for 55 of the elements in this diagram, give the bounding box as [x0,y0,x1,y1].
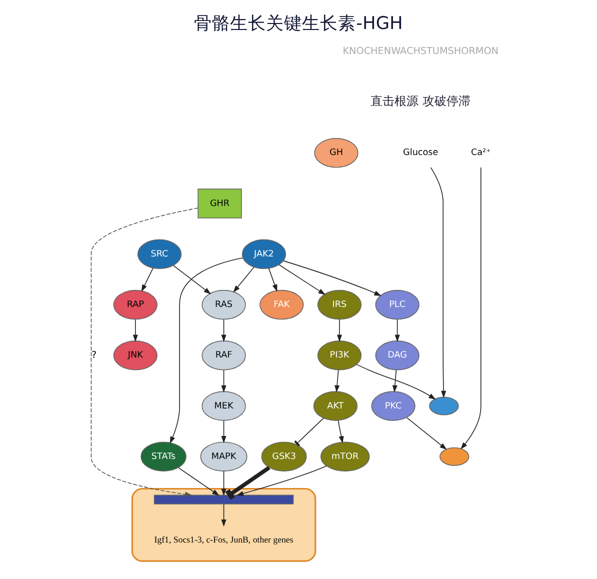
node-box: GHR [198,188,242,218]
node-ellipse: AKT [313,391,358,421]
arrow [460,167,482,450]
arrow [268,268,278,292]
arrow [90,208,198,497]
arrow [173,265,212,294]
node-ellipse [440,447,470,466]
arrow [221,420,226,444]
node-ellipse: FAK [260,290,304,320]
diagram-title: 骨骼生长关键生长素-HGH [194,14,403,34]
node-ellipse: PLC [375,290,420,320]
node-ellipse: JAK2 [242,239,286,270]
node-ellipse: RAP [113,290,158,320]
arrow [334,369,340,392]
node-text: Glucose [403,148,438,158]
arrow [278,264,326,295]
arrow [221,504,226,527]
node-ellipse: mTOR [320,442,370,472]
arrow [170,257,244,444]
node-ellipse: MEK [202,391,246,421]
node-ellipse: MAPK [200,442,248,472]
node-bar [154,494,294,504]
arrow [178,467,220,496]
arrow [338,420,344,444]
arrow [394,319,400,342]
arrow [430,167,446,398]
node-ellipse [429,396,459,416]
arrow [283,260,382,296]
node-ellipse: DAG [375,340,420,370]
node-ellipse: RAF [202,340,246,370]
connector [294,418,324,446]
arrow [221,470,226,496]
arrow [406,417,447,450]
arrow [132,319,138,342]
node-ellipse: JNK [113,340,158,370]
arrow [336,319,342,342]
edge-label: ? [91,350,97,361]
node-ellipse: GH [314,138,358,168]
arrow [392,369,398,392]
arrow [236,466,327,496]
arrow [141,268,154,292]
node-ellipse: PKC [371,391,416,421]
label: KNOCHENWACHSTUMSHORMON [342,46,498,58]
node-text: Ca²⁺ [470,148,491,158]
node-ellipse: STATs [140,442,186,472]
node-text: Igf1, Socs1-3, c-Fos, JunB, other genes [154,534,294,544]
node-ellipse: RAS [202,290,246,320]
arrow [221,370,226,393]
label: 直击根源 攻破停滞 [370,94,471,108]
node-ellipse: SRC [137,239,182,270]
connector [225,466,270,500]
arrow [221,319,226,342]
arrow [233,266,254,293]
node-ellipse: PI3K [317,340,362,370]
arrow [356,364,436,400]
